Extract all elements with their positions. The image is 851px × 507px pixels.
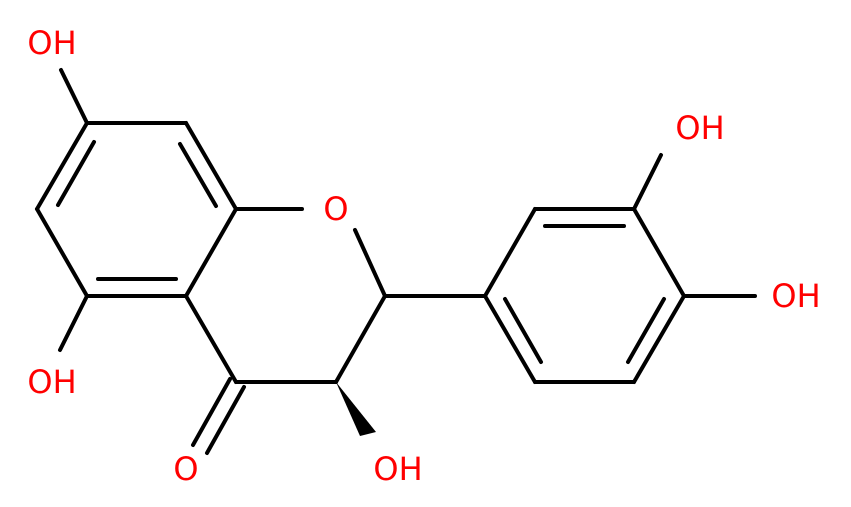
bond-c1p-c2p bbox=[483, 207, 537, 298]
label-ring-o: O bbox=[323, 190, 348, 228]
bond-c6-c7-inner bbox=[56, 140, 96, 207]
bond-c8-c8a-inner bbox=[178, 142, 218, 208]
bond-c7-oh bbox=[59, 68, 89, 125]
bond-c4-o-a bbox=[191, 377, 232, 447]
bond-c8-c8a bbox=[184, 121, 238, 211]
bond-c4p-c5p bbox=[632, 294, 686, 384]
label-oh-5: OH bbox=[27, 363, 76, 401]
label-oh-7: OH bbox=[27, 24, 76, 62]
label-oh-4p: OH bbox=[771, 277, 820, 315]
atom-labels: OH OH O O OH OH OH bbox=[27, 24, 820, 488]
bond-c4-c4a bbox=[184, 294, 238, 384]
bond-c3p-c4p bbox=[632, 207, 686, 298]
bond-o1-c2 bbox=[353, 228, 387, 298]
label-oh-3p: OH bbox=[675, 109, 724, 147]
bond-c6-c7 bbox=[35, 121, 89, 211]
wedge-bond-c3-oh bbox=[336, 382, 376, 436]
label-carbonyl-o: O bbox=[173, 450, 198, 488]
label-oh-3: OH bbox=[373, 450, 422, 488]
bond-c8a-c4a bbox=[184, 207, 238, 298]
bond-c2-c3 bbox=[334, 294, 387, 384]
bond-c6p-c1p-inner bbox=[503, 297, 543, 364]
bond-c4-o-b bbox=[205, 385, 246, 455]
bond-c5-c6 bbox=[35, 207, 89, 298]
bond-c4p-c5p-inner bbox=[626, 297, 666, 364]
bond-c5-oh bbox=[58, 294, 89, 352]
bond-c3p-oh bbox=[632, 153, 663, 211]
bond-c6p-c1p bbox=[483, 294, 537, 384]
bonds bbox=[35, 68, 757, 455]
